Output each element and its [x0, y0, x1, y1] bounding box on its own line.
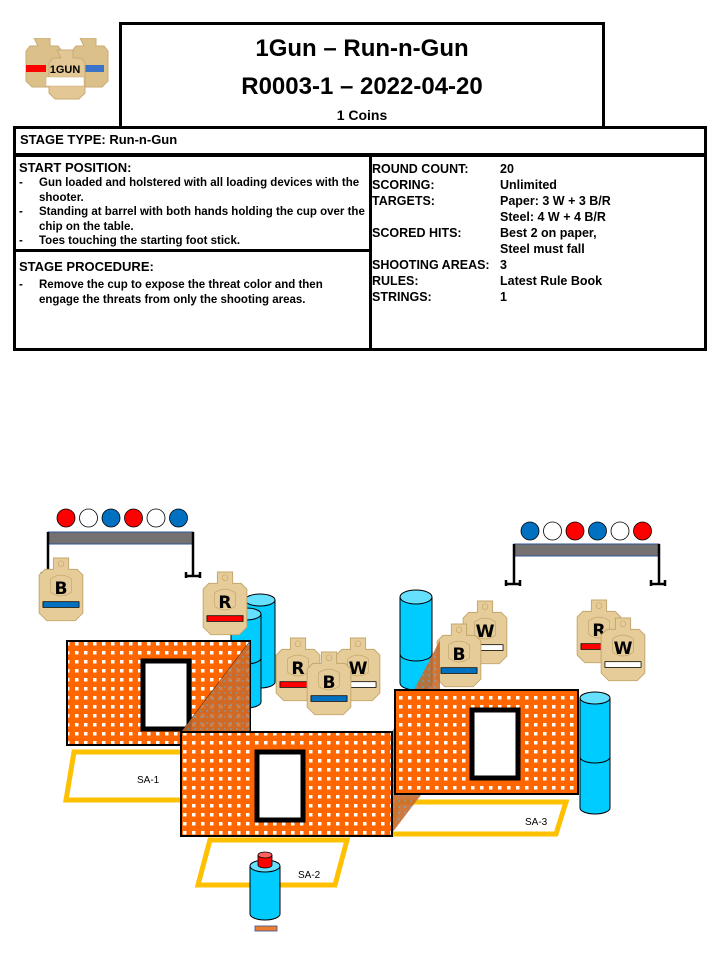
detail-strings: STRINGS:1 — [372, 290, 507, 304]
stage-procedure-section: STAGE PROCEDURE: -Remove the cup to expo… — [16, 255, 369, 348]
stage-type: STAGE TYPE: Run-n-Gun — [13, 126, 707, 156]
start-position-item: -Standing at barrel with both hands hold… — [19, 206, 365, 233]
steel-rack-right — [504, 521, 667, 586]
bullet-dash: - — [19, 279, 23, 291]
stage-info-left: START POSITION: -Gun loaded and holstere… — [16, 157, 372, 348]
shooting-area-3: SA-3 — [386, 799, 570, 837]
start-position-item: -Gun loaded and holstered with all loadi… — [19, 177, 360, 204]
logo-target-right — [71, 38, 109, 88]
stage-coins: 1 Coins — [336, 107, 388, 123]
steel-plate-red — [633, 521, 652, 541]
target-letter: B — [452, 645, 465, 665]
target-letter: R — [291, 659, 304, 679]
steel-plate-white — [146, 508, 166, 528]
detail-scored-hits: SCORED HITS:Best 2 on paper, — [372, 226, 597, 240]
target-letter: W — [614, 639, 633, 659]
stage-info-right: ROUND COUNT:20 SCORING:Unlimited TARGETS… — [372, 161, 702, 305]
target-color-band — [604, 661, 642, 668]
start-position-item: -Toes touching the starting foot stick. — [19, 235, 241, 247]
paper-target-w: W — [600, 617, 646, 682]
shooting-area-label: SA-3 — [525, 817, 548, 828]
logo-target-left — [25, 38, 63, 88]
rack-bar — [513, 543, 660, 557]
bullet-dash: - — [19, 177, 23, 189]
target-color-band — [42, 601, 80, 608]
target-letter: W — [349, 659, 368, 679]
detail-shooting-areas: SHOOTING AREAS:3 — [372, 258, 507, 272]
detail-scored-hits-steel: Steel must fall — [500, 242, 585, 256]
detail-scoring: SCORING:Unlimited — [372, 178, 557, 192]
steel-plate-blue — [169, 508, 188, 528]
wall-window — [469, 707, 521, 781]
target-letter: B — [54, 579, 67, 599]
stage-title: 1Gun – Run-n-Gun — [255, 35, 469, 62]
stage-procedure-heading: STAGE PROCEDURE: — [19, 259, 154, 274]
paper-target-r: R — [202, 571, 248, 636]
wall-window — [254, 749, 306, 823]
steel-plate-white — [79, 508, 98, 528]
detail-round-count: ROUND COUNT:20 — [372, 162, 514, 176]
target-color-band — [310, 695, 348, 702]
1gun-logo: 1GUN — [25, 38, 109, 100]
paper-target-b: B — [38, 557, 84, 622]
steel-plates — [520, 521, 652, 541]
target-letter: B — [322, 673, 335, 693]
wall-window — [140, 658, 192, 732]
paper-target-b: B — [306, 651, 352, 716]
paper-target-b: B — [436, 623, 482, 688]
wall-right — [394, 689, 579, 795]
steel-plate-blue — [101, 508, 121, 528]
shooting-area-label: SA-2 — [298, 870, 321, 881]
steel-plate-white — [610, 521, 630, 541]
detail-targets-steel: Steel: 4 W + 4 B/R — [500, 210, 606, 224]
stage-title-box: 1Gun – Run-n-Gun R0003-1 – 2022-04-20 1 … — [119, 22, 605, 126]
stage-procedure-item: -Remove the cup to expose the threat col… — [19, 279, 323, 306]
stage-id-date: R0003-1 – 2022-04-20 — [241, 73, 483, 100]
steel-plate-blue — [588, 521, 607, 541]
bullet-dash: - — [19, 206, 23, 218]
start-cup — [257, 851, 273, 869]
target-color-band — [206, 615, 244, 622]
start-barrel — [249, 859, 281, 921]
start-position-section: START POSITION: -Gun loaded and holstere… — [16, 157, 369, 252]
rack-legs — [504, 544, 667, 586]
detail-rules: RULES:Latest Rule Book — [372, 274, 603, 288]
start-foot-stick — [254, 925, 278, 932]
stage-info-table: START POSITION: -Gun loaded and holstere… — [13, 154, 707, 351]
barrel-stack-right — [579, 691, 611, 815]
logo-target-center — [45, 49, 86, 100]
target-color-band — [440, 667, 478, 674]
steel-plate-white — [543, 521, 562, 541]
target-letter: W — [476, 622, 495, 642]
steel-plate-red — [565, 521, 585, 541]
bullet-dash: - — [19, 235, 23, 247]
start-position-heading: START POSITION: — [19, 160, 132, 175]
steel-plate-red — [56, 508, 76, 528]
wall-center — [180, 731, 393, 837]
steel-plate-blue — [520, 521, 540, 541]
steel-plates — [56, 508, 188, 528]
detail-targets: TARGETS:Paper: 3 W + 3 B/R — [372, 194, 611, 208]
target-letter: R — [218, 593, 231, 613]
steel-plate-red — [124, 508, 143, 528]
shooting-area-2: SA-2 — [194, 837, 351, 888]
shooting-area-label: SA-1 — [137, 775, 160, 786]
rack-bar — [47, 531, 194, 545]
logo-text: 1GUN — [50, 64, 81, 76]
